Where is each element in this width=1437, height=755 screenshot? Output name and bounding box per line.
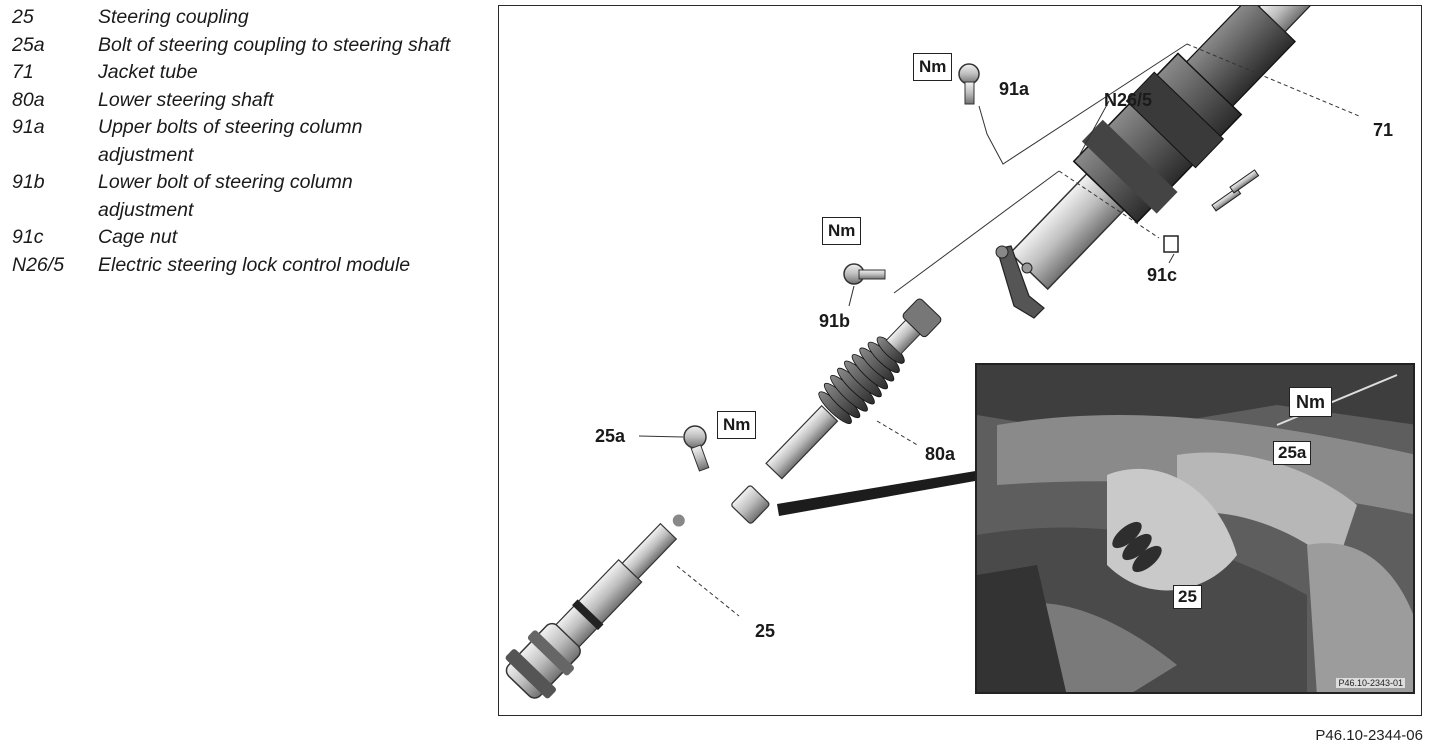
legend-description: Upper bolts of steering column adjustmen… [98,116,363,166]
legend-item: 91c Cage nut [12,224,482,252]
inset-callout-25a: 25a [1273,441,1312,465]
torque-marker-25a: Nm [717,411,757,439]
legend-item: 80a Lower steering shaft [12,87,482,115]
steering-coupling-part [505,514,685,699]
cage-nut-part [1163,235,1179,253]
lower-adjustment-bolt-part [843,263,886,285]
callout-80a: 80a [925,444,956,464]
legend-description: Bolt of steering coupling to steering sh… [98,33,451,56]
legend-code: 25a [12,33,45,56]
legend-description: Jacket tube [98,61,198,83]
legend-list: 25 Steering coupling 25a Bolt of steerin… [12,4,482,279]
legend-item: 71 Jacket tube [12,59,482,87]
legend-item: N26/5 Electric steering lock control mod… [12,252,482,280]
upper-adjustment-bolt-part [958,63,980,105]
figure-reference: P46.10-2344-06 [1315,727,1423,744]
coupling-bolt-part [638,425,710,472]
callout-91b: 91b [819,311,851,331]
steering-column-diagram: 91a N26/5 71 91c 91b 80a 25a 25 Nm Nm Nm… [498,5,1422,716]
legend-code: 91c [12,226,44,248]
legend-code: N26/5 [12,253,65,276]
legend-item: 91b Lower bolt of steering column adjust… [12,169,482,224]
callout-25a: 25a [595,426,626,446]
callout-71: 71 [1373,120,1394,140]
legend-item: 25a Bolt of steering coupling to steerin… [12,32,482,60]
legend-code: 91a [12,116,45,138]
callout-n26-5: N26/5 [1104,90,1153,110]
legend-description: Lower steering shaft [98,88,274,111]
torque-marker-91b: Nm [822,217,862,245]
legend-code: 80a [12,88,45,111]
leader-lines [676,43,1360,617]
column-mount-bolts [1211,169,1260,212]
inset-image-reference: P46.10-2343-01 [1336,678,1405,688]
lower-steering-shaft-part [765,298,942,480]
callout-91a: 91a [999,79,1030,99]
legend-item: 91a Upper bolts of steering column adjus… [12,114,482,169]
legend-description: Lower bolt of steering column adjustment [98,171,353,221]
inset-torque-marker: Nm [1289,387,1333,417]
legend-code: 91b [12,171,45,193]
callout-91c: 91c [1147,265,1178,285]
inset-callout-25: 25 [1173,585,1202,609]
legend-item: 25 Steering coupling [12,4,482,32]
jacket-tube-part [995,6,1328,319]
torque-marker-91a: Nm [913,53,953,81]
coupling-clamp-part [731,485,770,524]
inset-photo-drawing [977,365,1413,692]
legend-code: 71 [12,61,34,83]
photo-inset: Nm 25a 25 P46.10-2343-01 [975,363,1415,694]
legend-description: Cage nut [98,226,178,248]
legend-description: Steering coupling [98,6,249,28]
callout-25: 25 [755,621,776,641]
legend-description: Electric steering lock control module [98,253,411,276]
legend-code: 25 [12,6,34,28]
